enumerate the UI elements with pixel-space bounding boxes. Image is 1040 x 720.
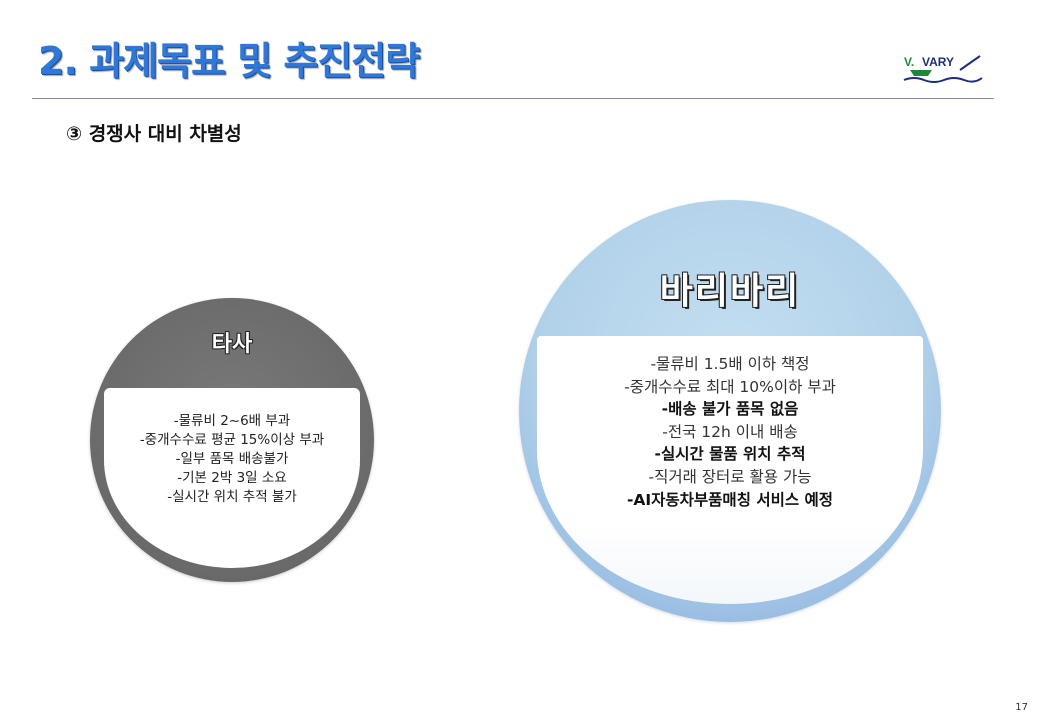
- list-item: -실시간 위치 추적 불가: [167, 489, 297, 505]
- list-item: -중개수수료 최대 10%이하 부과: [624, 377, 836, 396]
- competitor-circle: 타사 -물류비 2~6배 부과 -중개수수료 평균 15%이상 부과 -일부 품…: [90, 298, 374, 582]
- competitor-heading: 타사: [211, 332, 253, 357]
- page-number: 17: [1015, 702, 1028, 713]
- list-item: -물류비 2~6배 부과: [173, 413, 291, 429]
- list-item: -기본 2박 3일 소요: [177, 470, 287, 486]
- list-item: -AI자동차부품매칭 서비스 예정: [626, 490, 834, 509]
- svg-text:V.: V.: [904, 55, 914, 69]
- varyvary-heading: 바리바리: [659, 270, 801, 312]
- list-item: -일부 품목 배송불가: [175, 451, 289, 467]
- vvary-logo: V. VARY: [903, 55, 983, 83]
- list-item: -직거래 장터로 활용 가능: [648, 467, 812, 486]
- list-item: -중개수수료 평균 15%이상 부과: [139, 432, 325, 448]
- list-item: -배송 불가 품목 없음: [661, 400, 799, 419]
- list-item: -물류비 1.5배 이하 책정: [650, 355, 810, 373]
- svg-text:VARY: VARY: [922, 55, 954, 69]
- list-item: -실시간 물품 위치 추적: [654, 445, 806, 464]
- page-title: 2. 과제목표 및 추진전략: [38, 39, 420, 83]
- header-divider: [32, 98, 994, 99]
- section-subtitle: ③ 경쟁사 대비 차별성: [66, 123, 242, 145]
- list-item: -전국 12h 이내 배송: [662, 422, 798, 441]
- varyvary-list: -물류비 1.5배 이하 책정 -중개수수료 최대 10%이하 부과 -배송 불…: [519, 353, 941, 511]
- varyvary-panel: [537, 336, 923, 604]
- varyvary-circle: 바리바리 -물류비 1.5배 이하 책정 -중개수수료 최대 10%이하 부과 …: [519, 200, 941, 622]
- competitor-list: -물류비 2~6배 부과 -중개수수료 평균 15%이상 부과 -일부 품목 배…: [90, 412, 374, 507]
- competitor-panel: [104, 388, 360, 568]
